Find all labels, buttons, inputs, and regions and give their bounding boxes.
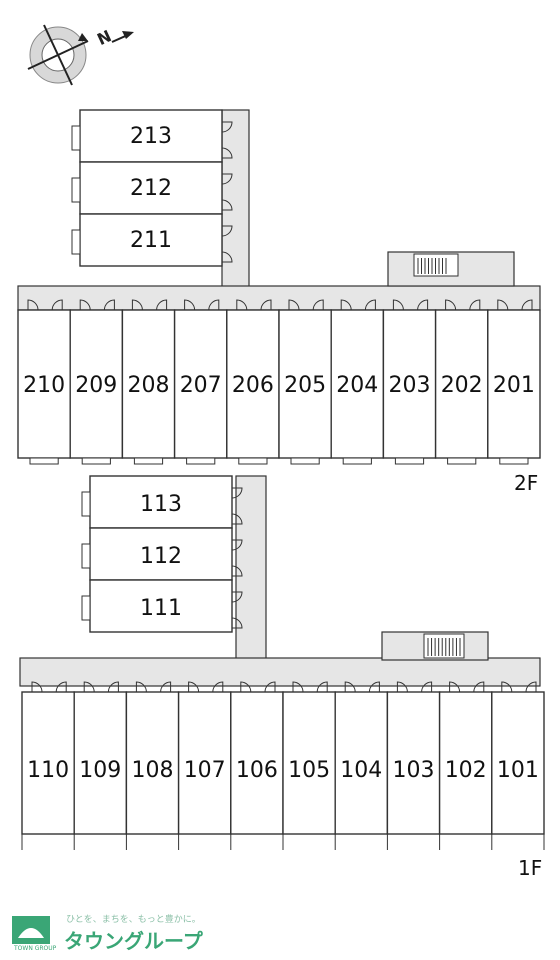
unit-212: 212 [71,161,233,215]
unit-label: 211 [130,228,172,253]
door-icon [501,681,537,693]
stairs-1f-icon [423,633,465,659]
unit-label: 104 [340,758,382,783]
unit-label: 205 [284,373,326,398]
unit-205: 205 [278,299,332,465]
door-icon [221,225,233,263]
unit-label: 213 [130,124,172,149]
brand-name: タウングループ [64,929,204,953]
door-icon [340,299,376,311]
unit-208: 208 [121,299,176,465]
door-icon [231,591,243,629]
unit-label: 101 [497,758,539,783]
compass-north-label: N [94,26,114,49]
door-icon [288,299,324,311]
unit-label: 210 [23,373,65,398]
door-icon [236,299,272,311]
door-icon [221,121,233,159]
unit-113: 113 [81,475,243,529]
unit-label: 103 [393,758,435,783]
unit-label: 108 [132,758,174,783]
door-icon [292,681,328,693]
unit-label: 204 [336,373,378,398]
unit-104: 104 [334,681,389,850]
unit-202: 202 [434,299,489,465]
unit-label: 111 [140,596,182,621]
corridor-1f-horizontal [19,657,541,687]
unit-201: 201 [487,299,541,465]
door-icon [445,299,481,311]
door-icon [449,681,485,693]
unit-label: 201 [493,373,535,398]
unit-label: 107 [184,758,226,783]
unit-label: 110 [27,758,69,783]
unit-210: 210 [17,299,71,465]
unit-209: 209 [69,299,124,465]
unit-213: 213 [71,109,233,163]
unit-101: 101 [491,681,545,850]
door-icon [240,681,276,693]
unit-112: 112 [81,527,243,581]
unit-108: 108 [125,681,180,850]
brand-tagline: ひとを、まちを、もっと豊かに。 [66,913,201,925]
door-icon [497,299,533,311]
door-icon [79,299,115,311]
unit-206: 206 [226,299,280,465]
unit-204: 204 [330,299,385,465]
north-arrow-icon [111,31,134,43]
unit-106: 106 [230,681,284,850]
unit-label: 113 [140,492,182,517]
floor-label-1f: 1F [518,856,542,880]
unit-211: 211 [71,213,233,267]
brand-logo: TOWN GROUP ひとを、まちを、もっと豊かに。 タウングループ [12,913,204,953]
brand-small-text: TOWN GROUP [13,945,57,952]
door-icon [184,299,220,311]
unit-label: 102 [445,758,487,783]
door-icon [31,681,67,693]
unit-109: 109 [73,681,128,850]
unit-label: 209 [75,373,117,398]
unit-label: 212 [130,176,172,201]
floor-2f: 213 212 211 210 209 208 207 206 205 204 203 202 201… [17,109,541,495]
unit-label: 206 [232,373,274,398]
unit-label: 208 [128,373,170,398]
unit-110: 110 [21,681,75,850]
door-icon [83,681,119,693]
door-icon [188,681,224,693]
door-icon [396,681,433,693]
door-icon [27,299,63,311]
unit-label: 207 [180,373,222,398]
unit-label: 105 [288,758,330,783]
corridor-2f-vertical [221,109,250,289]
floor-1f: 113 112 111 110 109 108 107 106 105 104 103 102 101… [19,475,545,880]
unit-103: 103 [386,681,441,850]
door-icon [131,299,168,311]
door-icon [344,681,380,693]
floor-label-2f: 2F [514,471,538,495]
unit-107: 107 [177,681,232,850]
unit-label: 203 [389,373,431,398]
corridor-2f-horizontal [17,285,541,311]
unit-102: 102 [438,681,493,850]
door-icon [135,681,172,693]
unit-105: 105 [282,681,336,850]
door-icon [231,539,243,577]
unit-label: 109 [79,758,121,783]
unit-label: 202 [441,373,483,398]
stairs-2f-icon [413,253,459,277]
unit-207: 207 [173,299,228,465]
door-icon [392,299,429,311]
unit-label: 112 [140,544,182,569]
door-icon [221,173,233,211]
corridor-1f-vertical [235,475,267,661]
unit-label: 106 [236,758,278,783]
unit-203: 203 [382,299,437,465]
compass-icon [27,24,89,86]
door-icon [231,487,243,525]
unit-111: 111 [81,579,243,633]
